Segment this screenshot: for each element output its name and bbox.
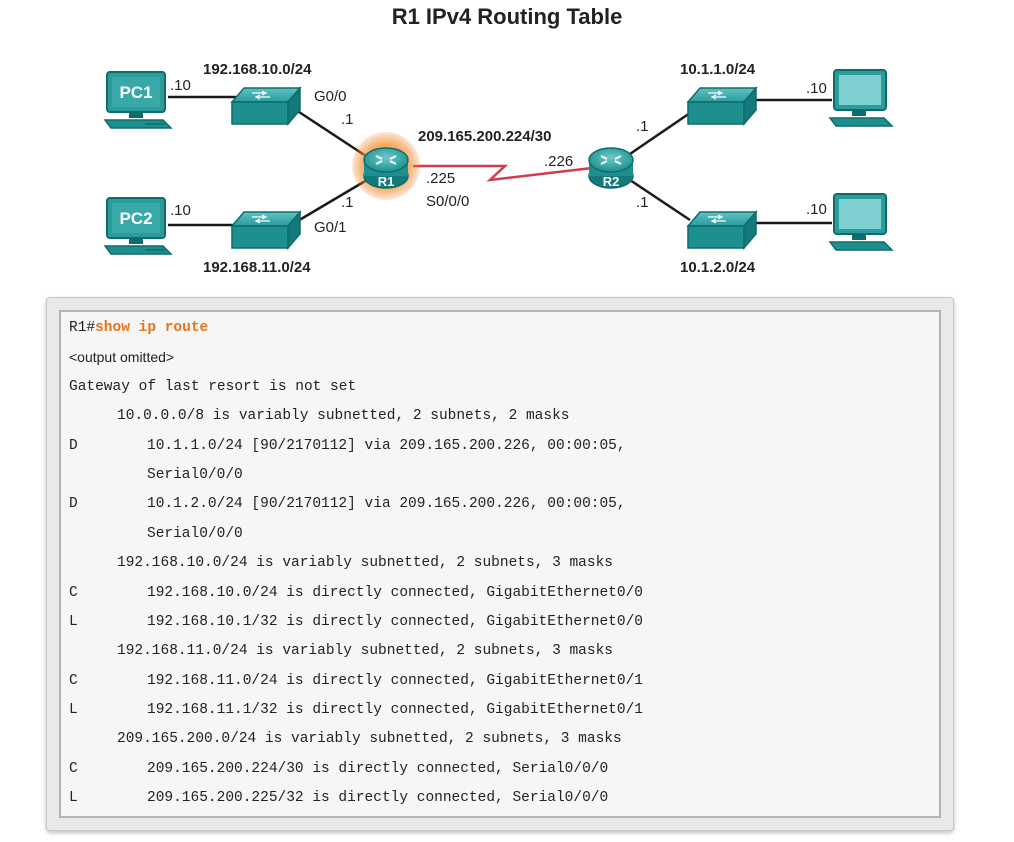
routing-table-panel: R1#show ip route <output omitted> Gatewa… <box>46 297 954 831</box>
r2-bottom-ip-label: .1 <box>636 194 649 211</box>
r1-s000-ip-label: .225 <box>426 170 455 187</box>
link-r2-switch4 <box>626 176 691 222</box>
route-code: D <box>69 437 78 454</box>
route-text: Serial0/0/0 <box>147 466 243 483</box>
route-text: 209.165.200.224/30 is directly connected… <box>147 760 609 777</box>
network-label-10-1-1: 10.1.1.0/24 <box>680 61 756 78</box>
route-line: C 192.168.10.0/24 is directly connected, … <box>69 579 939 608</box>
route-text: 192.168.11.1/32 is directly connected, G… <box>147 702 643 719</box>
route-code: L <box>69 702 78 719</box>
route-line: 192.168.11.0/24 is variably subnetted, 2… <box>69 637 939 666</box>
pc3-computer-icon <box>828 69 894 127</box>
link-r2-switch3 <box>626 111 691 158</box>
route-line: D 10.1.2.0/24 [90/2170112] via 209.165.20… <box>69 490 939 519</box>
link-lines <box>168 95 832 227</box>
terminal-command-line: R1#show ip route <box>69 314 939 343</box>
terminal-omitted-line: <output omitted> <box>69 349 175 366</box>
route-line: Serial0/0/0 <box>69 520 939 549</box>
network-label-192-168-11: 192.168.11.0/24 <box>203 259 311 276</box>
route-code: C <box>69 584 78 601</box>
r2-router-icon: R2 <box>588 147 634 189</box>
route-text: 192.168.10.0/24 is variably subnetted, 2… <box>117 555 613 572</box>
route-list: 10.0.0.0/8 is variably subnetted, 2 subn… <box>69 402 939 813</box>
route-text: 192.168.11.0/24 is variably subnetted, 2… <box>117 643 613 660</box>
route-text: 192.168.10.1/32 is directly connected, G… <box>147 613 643 630</box>
switch2-icon <box>230 209 302 251</box>
route-code: D <box>69 496 78 513</box>
route-text: Serial0/0/0 <box>147 525 243 542</box>
switch4-icon <box>686 209 758 251</box>
network-label-wan: 209.165.200.224/30 <box>418 128 551 145</box>
route-line: 192.168.10.0/24 is variably subnetted, 2… <box>69 549 939 578</box>
pc1-label: PC1 <box>119 83 152 102</box>
route-text: 192.168.10.0/24 is directly connected, G… <box>147 584 643 601</box>
r1-s000-label: S0/0/0 <box>426 193 469 210</box>
terminal-gateway-line: Gateway of last resort is not set <box>69 378 357 395</box>
r2-s000-ip-label: .226 <box>544 153 573 170</box>
route-line: D 10.1.1.0/24 [90/2170112] via 209.165.20… <box>69 432 939 461</box>
r1-router-icon: R1 <box>352 132 420 200</box>
route-code: L <box>69 790 78 807</box>
route-text: 10.1.2.0/24 [90/2170112] via 209.165.200… <box>147 496 626 513</box>
route-line: 209.165.200.0/24 is variably subnetted, … <box>69 725 939 754</box>
route-line: Serial0/0/0 <box>69 461 939 490</box>
r1-label: R1 <box>378 174 395 189</box>
terminal-prompt: R1# <box>69 320 96 336</box>
page-title: R1 IPv4 Routing Table <box>391 4 623 29</box>
route-line: L 192.168.11.1/32 is directly connected, … <box>69 696 939 725</box>
r2-label: R2 <box>603 174 620 189</box>
route-line: L 192.168.10.1/32 is directly connected, … <box>69 608 939 637</box>
pc1-computer-icon: PC1 <box>103 71 173 129</box>
switch1-icon <box>230 85 302 127</box>
pc3-host-label: .10 <box>806 80 827 97</box>
route-text: 10.1.1.0/24 [90/2170112] via 209.165.200… <box>147 437 626 454</box>
terminal-output: R1#show ip route <output omitted> Gatewa… <box>59 310 941 818</box>
pc2-host-label: .10 <box>170 202 191 219</box>
pc4-computer-icon <box>828 193 894 251</box>
route-code: C <box>69 672 78 689</box>
route-code: C <box>69 760 78 777</box>
pc2-label: PC2 <box>119 209 152 228</box>
r1-g01-ip-label: .1 <box>341 194 354 211</box>
route-code: L <box>69 613 78 630</box>
terminal-command: show ip route <box>95 320 209 336</box>
pc4-host-label: .10 <box>806 201 827 218</box>
network-label-192-168-10: 192.168.10.0/24 <box>203 61 312 78</box>
serial-link <box>413 164 593 182</box>
r2-top-ip-label: .1 <box>636 118 649 135</box>
route-line: C 192.168.11.0/24 is directly connected, … <box>69 667 939 696</box>
route-line: L 209.165.200.225/32 is directly connecte… <box>69 784 939 813</box>
route-line: 10.0.0.0/8 is variably subnetted, 2 subn… <box>69 402 939 431</box>
network-topology-diagram: PC1 PC2 <box>103 61 894 276</box>
network-label-10-1-2: 10.1.2.0/24 <box>680 259 756 276</box>
r1-g01-label: G0/1 <box>314 219 347 236</box>
route-line: C 209.165.200.224/30 is directly connecte… <box>69 755 939 784</box>
pc2-computer-icon: PC2 <box>103 197 173 255</box>
r1-g00-ip-label: .1 <box>341 111 354 128</box>
route-text: 192.168.11.0/24 is directly connected, G… <box>147 672 643 689</box>
route-text: 10.0.0.0/8 is variably subnetted, 2 subn… <box>117 408 570 425</box>
route-text: 209.165.200.225/32 is directly connected… <box>147 790 609 807</box>
route-text: 209.165.200.0/24 is variably subnetted, … <box>117 731 622 748</box>
r1-g00-label: G0/0 <box>314 88 347 105</box>
switch3-icon <box>686 85 758 127</box>
topology-labels: 192.168.10.0/24 192.168.11.0/24 10.1.1.0… <box>170 61 827 276</box>
pc1-host-label: .10 <box>170 77 191 94</box>
